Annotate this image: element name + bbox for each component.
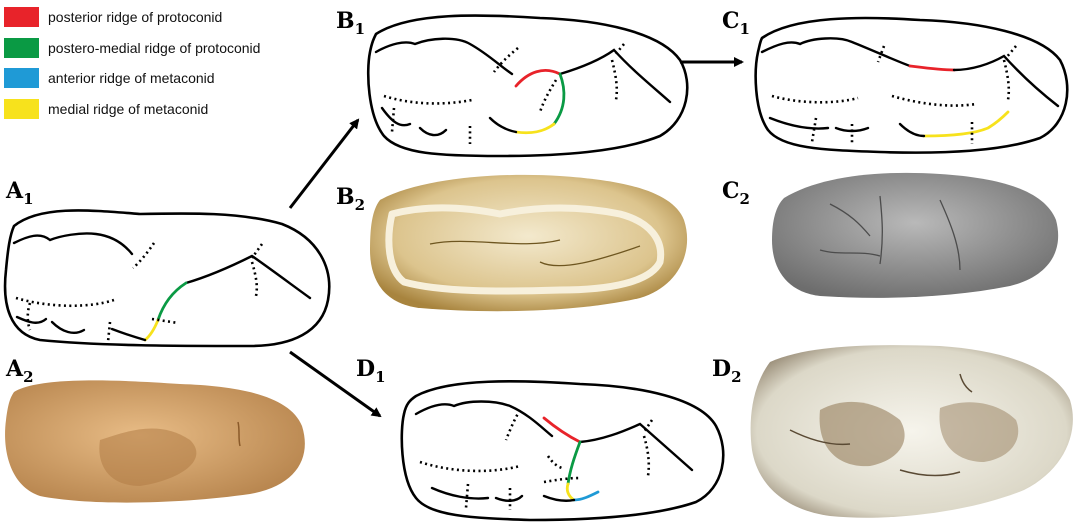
ridge-line <box>762 38 910 66</box>
ridge-line <box>432 488 488 499</box>
legend: posterior ridge of protoconid postero-me… <box>4 7 260 119</box>
dotted-ridge <box>892 96 976 106</box>
dotted-ridge <box>544 478 580 482</box>
ridge-line <box>490 118 516 132</box>
dotted-ridge <box>420 462 520 471</box>
panel-label-b1: B1 <box>336 8 365 38</box>
dotted-ridge <box>466 484 468 508</box>
legend-swatch-blue <box>4 68 39 88</box>
panel-label-a1: A1 <box>5 178 34 208</box>
dotted-ridge <box>392 108 394 132</box>
legend-label: posterior ridge of protoconid <box>48 9 222 25</box>
ridge-line <box>382 108 410 125</box>
legend-item-anterior-ridge-of-metaconid: anterior ridge of metaconid <box>4 68 215 88</box>
medial-ridge <box>516 124 554 133</box>
ridge-line <box>580 424 692 470</box>
photo-d2 <box>751 345 1073 518</box>
photo-b2 <box>370 175 687 311</box>
drawing-d1 <box>402 381 723 520</box>
ridge-line <box>112 329 145 340</box>
dotted-ridge <box>133 243 154 268</box>
dotted-ridge <box>384 96 472 103</box>
legend-label: medial ridge of metaconid <box>48 101 208 117</box>
panel-label-d1: D1 <box>356 356 386 386</box>
dotted-ridge <box>612 60 617 100</box>
legend-swatch-red <box>4 7 39 27</box>
dotted-ridge <box>28 303 30 330</box>
dotted-ridge <box>540 80 556 112</box>
drawing-a1 <box>5 210 329 346</box>
photo-c2 <box>772 173 1058 298</box>
ridge-line <box>420 128 446 135</box>
postero-medial-ridge <box>158 283 186 320</box>
ridge-line <box>52 322 84 333</box>
drawing-c1 <box>756 18 1068 153</box>
anterior-ridge <box>574 492 598 500</box>
legend-swatch-green <box>4 38 39 58</box>
posterior-ridge <box>544 418 580 442</box>
ridge-line <box>17 317 46 323</box>
ridge-line <box>560 50 670 102</box>
photo-a2 <box>5 380 305 502</box>
ridge-line <box>770 118 828 129</box>
ridge-line <box>186 256 310 298</box>
dotted-ridge <box>252 262 257 296</box>
dotted-ridge <box>108 322 110 342</box>
medial-ridge <box>924 112 1008 136</box>
posterior-ridge <box>910 66 954 70</box>
ridge-line <box>954 56 1058 106</box>
medial-ridge <box>567 484 574 500</box>
dotted-ridge <box>772 96 858 102</box>
dotted-ridge <box>1004 60 1009 100</box>
dotted-ridge <box>506 410 520 440</box>
tooth-outline <box>368 15 687 156</box>
posterior-ridge <box>516 70 560 86</box>
panel-label-c1: C1 <box>722 8 750 38</box>
dotted-ridge <box>548 456 562 468</box>
ridge-line <box>376 39 512 74</box>
tooth-outline <box>402 381 723 520</box>
legend-label: anterior ridge of metaconid <box>48 70 215 86</box>
panel-label-a2: A2 <box>5 356 34 386</box>
panel-label-c2: C2 <box>722 178 750 208</box>
ridge-line <box>900 124 924 136</box>
tooth-photo <box>772 173 1058 298</box>
legend-item-medial-ridge-of-metaconid: medial ridge of metaconid <box>4 99 208 119</box>
medial-ridge <box>145 320 158 340</box>
ridge-line <box>416 402 552 437</box>
legend-item-postero-medial-ridge-of-protoconid: postero-medial ridge of protoconid <box>4 38 260 58</box>
tooth-outline <box>5 210 329 346</box>
legend-swatch-yellow <box>4 99 39 119</box>
dotted-ridge <box>812 118 816 142</box>
postero-medial-ridge <box>568 442 580 484</box>
panel-label-b2: B2 <box>336 184 365 214</box>
dotted-ridge <box>1006 46 1016 58</box>
dotted-ridge <box>644 436 649 476</box>
legend-item-posterior-ridge-of-protoconid: posterior ridge of protoconid <box>4 7 222 27</box>
drawing-b1 <box>368 15 687 156</box>
panel-label-d2: D2 <box>712 356 742 386</box>
legend-label: postero-medial ridge of protoconid <box>48 40 260 56</box>
tooth-photo <box>751 345 1073 518</box>
ridge-line <box>14 233 132 254</box>
